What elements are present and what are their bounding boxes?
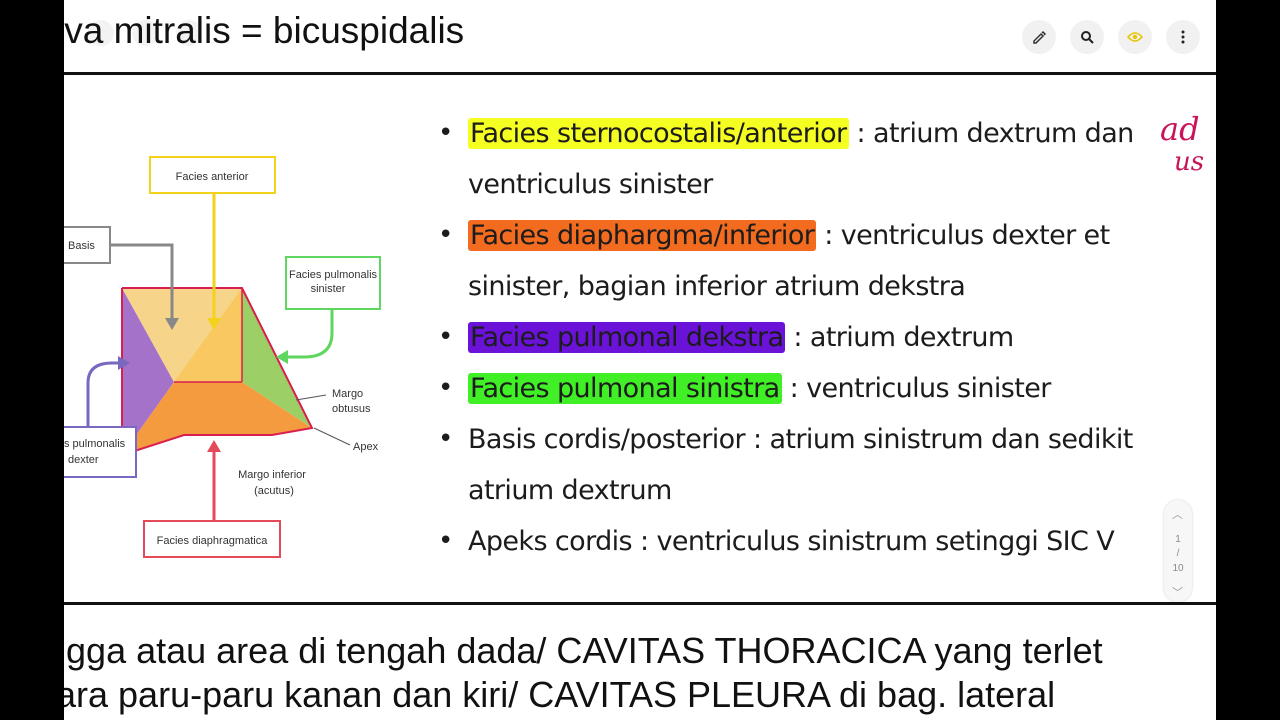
bullet-item: Facies pulmonal sinistra : ventriculus s… bbox=[434, 363, 1194, 414]
highlight-purple: Facies pulmonal dekstra bbox=[468, 322, 786, 353]
more-options-button[interactable] bbox=[1166, 20, 1200, 54]
bullet-item: Facies sternocostalis/anterior : atrium … bbox=[434, 108, 1194, 210]
arrow-basis bbox=[110, 243, 174, 320]
bullet-item: Apeks cordis : ventriculus sinistrum set… bbox=[434, 516, 1194, 567]
label-box-facies-pulmonalis-sinister bbox=[285, 256, 381, 310]
label-margo-inferior-1: Margo inferior bbox=[238, 469, 306, 481]
viewer-toolbar bbox=[1022, 20, 1200, 54]
label-margo-obtusus-1: Margo bbox=[332, 388, 363, 400]
highlight-orange: Facies diaphargma/inferior bbox=[468, 220, 817, 251]
page-indicator[interactable]: ︿ 1 / 10 ﹀ bbox=[1164, 500, 1192, 602]
arrowhead-facies-pulmonalis-dexter bbox=[118, 356, 130, 370]
handwritten-annotation: ad us bbox=[1160, 110, 1204, 177]
label-facies-pulmonalis-sinister-1: Facies pulmonalis bbox=[289, 269, 378, 281]
back-icon[interactable] bbox=[88, 20, 114, 46]
diagram-inner-face bbox=[174, 288, 242, 382]
header-title: lva mitralis = bicuspidalis bbox=[64, 10, 465, 51]
grid-icon[interactable] bbox=[132, 20, 158, 46]
chevron-up-icon[interactable]: ︿ bbox=[1172, 509, 1183, 521]
label-facies-pulmonalis-dexter-2: dexter bbox=[68, 454, 99, 466]
label-facies-pulmonalis-sinister-2: sinister bbox=[311, 283, 346, 295]
eye-icon bbox=[1127, 32, 1143, 42]
label-facies-diaphragmatica: Facies diaphragmatica bbox=[157, 535, 269, 547]
caption-divider bbox=[64, 602, 1216, 605]
caption-line-1: ngga atau area di tengah dada/ CAVITAS T… bbox=[64, 630, 1103, 671]
label-margo-obtusus-2: obtusus bbox=[332, 403, 371, 415]
pages-icon[interactable] bbox=[176, 20, 202, 46]
caption-line-2: tara paru-paru kanan dan kiri/ CAVITAS P… bbox=[64, 674, 1056, 715]
header-divider bbox=[64, 72, 1216, 75]
search-button[interactable] bbox=[1070, 20, 1104, 54]
faded-player-controls bbox=[88, 20, 202, 46]
heart-surfaces-diagram: Facies anterior Basis Facies pulmonalis … bbox=[64, 156, 381, 558]
page-current: 1 bbox=[1175, 534, 1181, 545]
highlight-yellow: Facies sternocostalis/anterior bbox=[468, 118, 849, 149]
arrowhead-basis bbox=[165, 318, 179, 330]
bullet-item: Basis cordis/posterior : atrium sinistru… bbox=[434, 414, 1194, 516]
leader-margo-obtusus bbox=[295, 394, 327, 401]
pen-edit-icon bbox=[1033, 30, 1047, 44]
arrowhead-facies-anterior bbox=[207, 318, 221, 330]
label-apex: Apex bbox=[353, 441, 379, 453]
handwriting-line-1: ad bbox=[1160, 110, 1200, 148]
page-total: 10 bbox=[1172, 563, 1184, 574]
leader-apex bbox=[313, 427, 351, 446]
bullet-text: : atrium dextrum dan ventriculus siniste… bbox=[468, 118, 1134, 200]
label-box-facies-pulmonalis-dexter bbox=[64, 426, 137, 478]
label-box-basis bbox=[64, 226, 111, 264]
bullet-text: Apeks cordis : ventriculus sinistrum set… bbox=[468, 526, 1115, 557]
bullet-text: : ventriculus dexter et sinister, bagian… bbox=[468, 220, 1110, 302]
label-facies-anterior: Facies anterior bbox=[176, 171, 249, 183]
diagram-left-face bbox=[122, 288, 174, 455]
slide-content: Facies anterior Basis Facies pulmonalis … bbox=[64, 75, 1216, 602]
bullet-text: : atrium dextrum bbox=[785, 322, 1014, 353]
edit-button[interactable] bbox=[1022, 20, 1056, 54]
arrow-facies-pulmonalis-dexter bbox=[86, 361, 122, 427]
highlight-green: Facies pulmonal sinistra bbox=[468, 373, 782, 404]
diagram-bottom-face bbox=[122, 382, 312, 455]
search-icon bbox=[1081, 31, 1094, 44]
bullet-text: Basis cordis/posterior : atrium sinistru… bbox=[468, 424, 1133, 506]
arrowhead-facies-pulmonalis-sinister bbox=[276, 350, 288, 364]
arrowhead-facies-diaphragmatica bbox=[207, 440, 221, 452]
view-mode-button[interactable] bbox=[1118, 20, 1152, 54]
bullet-text: : ventriculus sinister bbox=[781, 373, 1052, 404]
header-bar: lva mitralis = bicuspidalis bbox=[64, 0, 1216, 72]
more-vertical-icon bbox=[1181, 30, 1185, 44]
page-separator: / bbox=[1176, 548, 1180, 559]
bullet-item: Facies diaphargma/inferior : ventriculus… bbox=[434, 210, 1194, 312]
label-margo-inferior-2: (acutus) bbox=[254, 485, 294, 497]
surfaces-bullet-list: Facies sternocostalis/anterior : atrium … bbox=[434, 108, 1194, 567]
slide-viewer: lva mitralis = bicuspidalis bbox=[64, 0, 1216, 720]
handwriting-line-2: us bbox=[1174, 147, 1204, 177]
bullet-item: Facies pulmonal dekstra : atrium dextrum bbox=[434, 312, 1194, 363]
label-facies-pulmonalis-dexter-1: s pulmonalis bbox=[64, 438, 126, 450]
arrow-facies-pulmonalis-sinister bbox=[286, 309, 334, 359]
label-basis: Basis bbox=[68, 240, 95, 252]
label-box-facies-diaphragmatica bbox=[143, 520, 281, 558]
chevron-down-icon[interactable]: ﹀ bbox=[1172, 587, 1183, 599]
